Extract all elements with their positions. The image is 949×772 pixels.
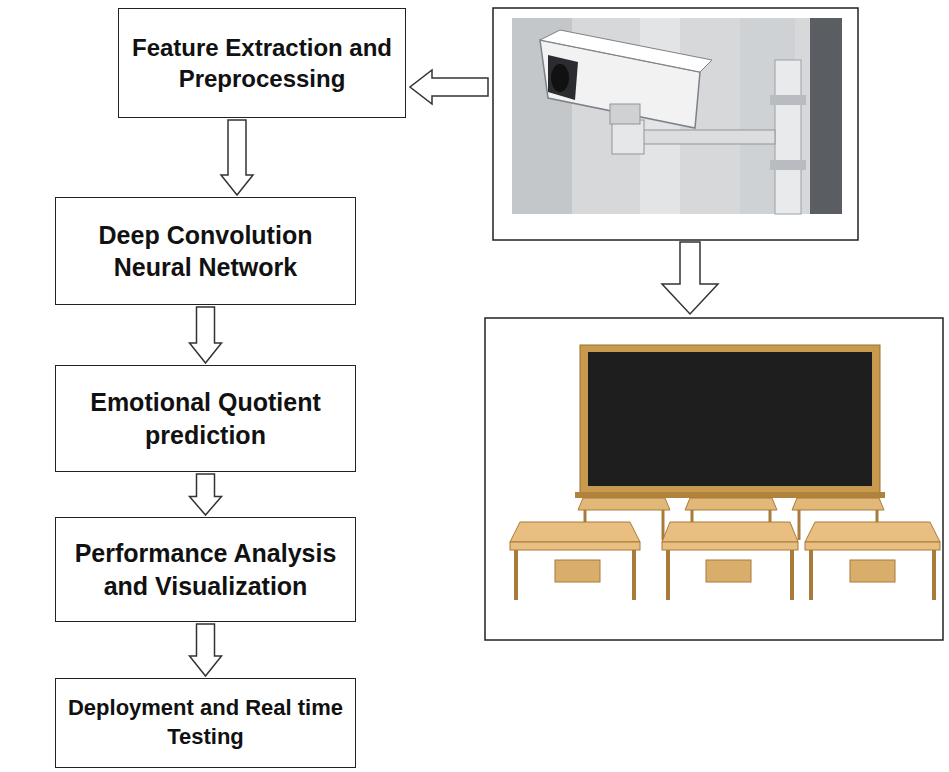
- box-label: Deep Convolution Neural Network: [56, 213, 355, 290]
- process-box: Performance Analysis and Visualization: [55, 517, 356, 622]
- process-box: Deep Convolution Neural Network: [55, 197, 356, 305]
- classroom-drawing: [510, 345, 940, 600]
- box-label: Performance Analysis and Visualization: [56, 531, 355, 608]
- camera-frame: [493, 8, 858, 240]
- classroom-frame: [485, 318, 943, 640]
- hollow-arrow: [221, 120, 253, 195]
- hollow-arrow: [662, 242, 718, 314]
- box-label: Emotional Quotient prediction: [56, 380, 355, 457]
- hollow-arrow: [410, 70, 488, 104]
- hollow-arrow: [190, 307, 222, 363]
- hollow-arrow: [190, 624, 222, 676]
- process-box: Feature Extraction and Preprocessing: [118, 8, 406, 118]
- hollow-arrow: [190, 474, 222, 515]
- camera-photo: [512, 18, 842, 214]
- process-box: Deployment and Real time Testing: [55, 678, 356, 768]
- process-box: Emotional Quotient prediction: [55, 365, 356, 472]
- box-label: Deployment and Real time Testing: [56, 688, 355, 757]
- box-label: Feature Extraction and Preprocessing: [119, 26, 405, 100]
